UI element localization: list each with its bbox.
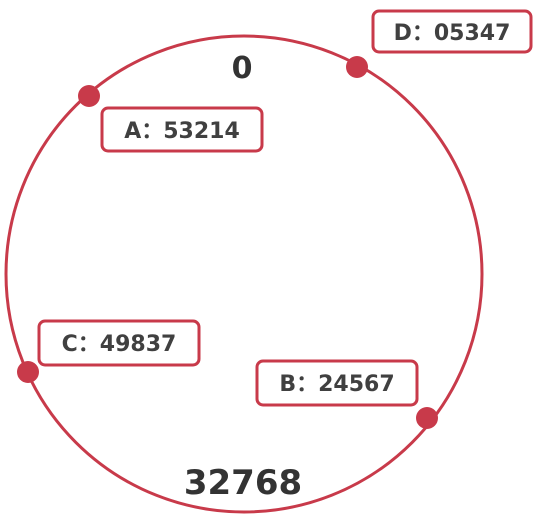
node-a-dot	[78, 85, 100, 107]
node-c-label: C：49837	[62, 332, 177, 357]
node-c-dot	[17, 361, 39, 383]
ring-bottom-position-label: 32768	[184, 463, 302, 503]
node-d-label: D：05347	[394, 21, 511, 46]
ring-top-position-label: 0	[232, 51, 253, 86]
hash-ring-circle	[4, 34, 484, 514]
node-d-dot	[346, 56, 368, 78]
node-d-label-box	[371, 9, 533, 54]
node-b-label: B：24567	[279, 372, 394, 397]
node-c-label-box	[37, 319, 201, 367]
node-a-label: A：53214	[124, 119, 240, 144]
node-b-label-box	[255, 359, 419, 407]
node-a-label-box	[100, 106, 264, 153]
node-b-dot	[416, 407, 438, 429]
